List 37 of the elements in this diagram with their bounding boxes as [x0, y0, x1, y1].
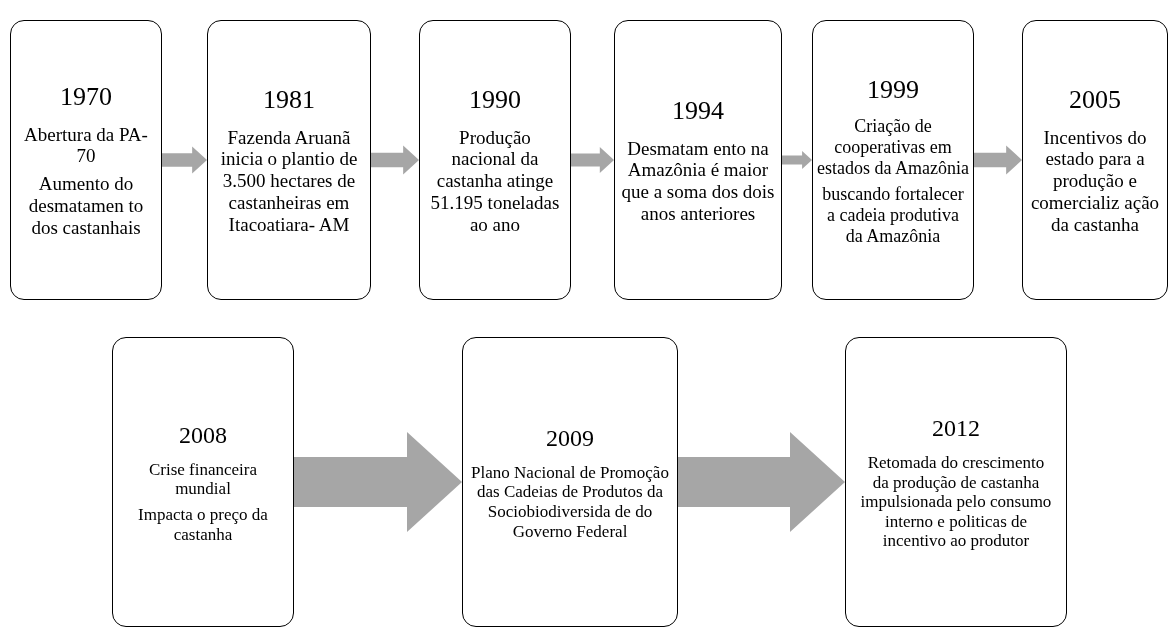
event-box	[419, 20, 571, 300]
year-heading: 1981	[263, 84, 315, 117]
event-box	[112, 337, 294, 627]
event-box	[1022, 20, 1168, 300]
event-description: Impacta o preço da castanha	[137, 505, 269, 545]
event-description: Crise financeira mundial	[147, 459, 259, 499]
event-description: Abertura da PA-70	[23, 123, 149, 168]
year-heading: 2009	[546, 423, 594, 453]
block-arrow	[678, 432, 845, 532]
block-arrow	[371, 145, 419, 175]
year-heading: 2008	[179, 420, 227, 450]
event-box	[614, 20, 782, 300]
event-box	[207, 20, 371, 300]
block-arrow	[571, 147, 614, 173]
block-arrow	[294, 432, 462, 532]
event-box	[462, 337, 678, 627]
event-description: Plano Nacional de Promoção das Cadeias de Produtos da Sociobiodiversida de do Governo Federal	[471, 462, 669, 542]
event-description: Criação de cooperativas em estados da Amazônia	[817, 116, 969, 179]
year-heading: 1990	[469, 84, 521, 117]
event-description: buscando fortalecer a cadeia produtiva da Amazônia	[821, 184, 965, 247]
block-arrow	[162, 146, 207, 174]
year-heading: 2012	[932, 414, 980, 444]
event-box	[10, 20, 162, 300]
year-heading: 1970	[60, 81, 112, 114]
event-box	[812, 20, 974, 300]
event-description: Retomada do crescimento da produção de castanha impulsionada pelo consumo interno e politicas de incentivo ao produtor	[859, 453, 1053, 551]
year-heading: 2005	[1069, 84, 1121, 117]
block-arrow	[782, 151, 812, 169]
event-description: Produção nacional da castanha atinge 51.195 toneladas ao ano	[429, 126, 561, 236]
year-heading: 1994	[672, 95, 724, 128]
block-arrow	[974, 145, 1022, 175]
event-description: Desmatam ento na Amazônia é maior que a soma dos dois anos anteriores	[621, 137, 775, 225]
event-description: Aumento do desmatamen to dos castanhais	[27, 173, 145, 239]
event-description: Fazenda Aruanã inicia o plantio de 3.500 hectares de castanheiras em Itacoatiara- AM	[219, 126, 359, 236]
event-description: Incentivos do estado para a produção e comercializ ação da castanha	[1029, 126, 1161, 236]
year-heading: 1999	[867, 73, 919, 106]
event-box	[845, 337, 1067, 627]
